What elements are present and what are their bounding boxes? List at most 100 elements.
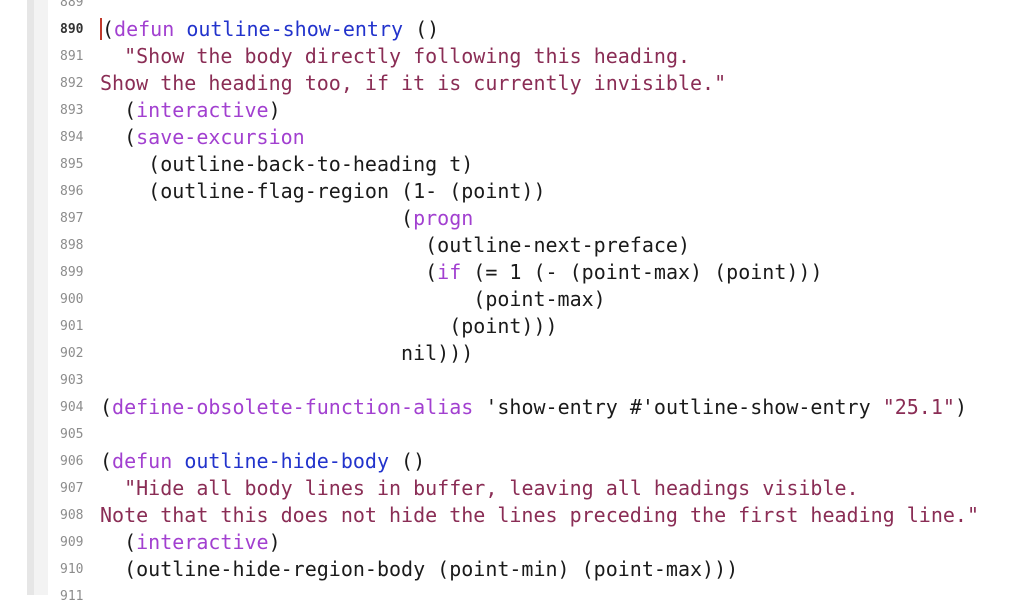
- line-number: 905: [60, 427, 84, 442]
- line-text[interactable]: (progn: [100, 205, 473, 232]
- line-text[interactable]: (point))): [100, 313, 558, 340]
- line-text[interactable]: (point-max): [100, 286, 606, 313]
- code-line[interactable]: 890 (defun outline-show-entry (): [60, 16, 1019, 43]
- code-token: ): [268, 530, 281, 554]
- line-text[interactable]: nil))): [100, 340, 473, 367]
- line-text[interactable]: (if (= 1 (- (point-max) (point))): [100, 259, 822, 286]
- code-line[interactable]: 898 (outline-next-preface): [60, 232, 1019, 259]
- code-line[interactable]: 895 (outline-back-to-heading t): [60, 151, 1019, 178]
- code-line[interactable]: 900 (point-max): [60, 286, 1019, 313]
- line-number: 891: [60, 49, 84, 64]
- code-token: interactive: [136, 98, 269, 122]
- code-token: [100, 44, 124, 68]
- code-line[interactable]: 905: [60, 421, 1019, 448]
- code-token: (: [100, 530, 137, 554]
- code-line[interactable]: 894 (save-excursion: [60, 124, 1019, 151]
- code-line[interactable]: 902 nil))): [60, 340, 1019, 367]
- code-token: defun: [114, 17, 175, 41]
- line-text[interactable]: (defun outline-hide-body (): [100, 448, 425, 475]
- code-token: outline-hide-body: [184, 449, 390, 473]
- line-text[interactable]: (interactive): [100, 97, 281, 124]
- line-number: 894: [60, 130, 84, 145]
- code-token: (: [100, 206, 414, 230]
- code-token: nil))): [100, 341, 474, 365]
- line-number: 896: [60, 184, 84, 199]
- code-line[interactable]: 909 (interactive): [60, 529, 1019, 556]
- code-line[interactable]: 904 (define-obsolete-function-alias 'show…: [60, 394, 1019, 421]
- line-text[interactable]: "Hide all body lines in buffer, leaving …: [100, 475, 859, 502]
- code-line[interactable]: 901 (point))): [60, 313, 1019, 340]
- code-line[interactable]: 897 (progn: [60, 205, 1019, 232]
- line-number: 898: [60, 238, 84, 253]
- line-number: 901: [60, 319, 84, 334]
- line-text[interactable]: (define-obsolete-function-alias 'show-en…: [100, 394, 967, 421]
- line-number: 900: [60, 292, 84, 307]
- code-token: "Show the body directly following this h…: [124, 44, 691, 68]
- code-token: (outline-flag-region (1- (point)): [100, 179, 546, 203]
- code-line[interactable]: 892 Show the heading too, if it is curren…: [60, 70, 1019, 97]
- code-line[interactable]: 907 "Hide all body lines in buffer, leav…: [60, 475, 1019, 502]
- code-token: "25.1": [882, 395, 955, 419]
- code-token: interactive: [136, 530, 269, 554]
- line-text[interactable]: (outline-hide-region-body (point-min) (p…: [100, 556, 738, 583]
- code-line[interactable]: 906(defun outline-hide-body (): [60, 448, 1019, 475]
- code-token: (: [100, 125, 137, 149]
- code-token: (: [102, 17, 115, 41]
- line-text[interactable]: Note that this does not hide the lines p…: [100, 502, 979, 529]
- code-token: (: [100, 98, 137, 122]
- line-number: 911: [60, 589, 84, 604]
- line-number: 899: [60, 265, 84, 280]
- line-number: 895: [60, 157, 84, 172]
- code-token: [174, 17, 186, 41]
- line-number: 908: [60, 508, 84, 523]
- line-text[interactable]: (save-excursion: [100, 124, 305, 151]
- line-number: 904: [60, 400, 84, 415]
- code-line[interactable]: 911: [60, 583, 1019, 610]
- line-text[interactable]: Show the heading too, if it is currently…: [100, 70, 726, 97]
- code-token: ): [954, 395, 967, 419]
- line-text[interactable]: (outline-back-to-heading t): [100, 151, 473, 178]
- code-token: (): [389, 449, 426, 473]
- code-line[interactable]: 899 (if (= 1 (- (point-max) (point))): [60, 259, 1019, 286]
- code-token: (outline-hide-region-body (point-min) (p…: [100, 557, 739, 581]
- code-token: (point-max): [100, 287, 606, 311]
- line-number: 892: [60, 76, 84, 91]
- text-cursor: [100, 17, 102, 40]
- code-token: (outline-back-to-heading t): [100, 152, 474, 176]
- code-line[interactable]: 910 (outline-hide-region-body (point-min…: [60, 556, 1019, 583]
- code-token: ): [268, 98, 281, 122]
- code-token: (outline-next-preface): [100, 233, 691, 257]
- code-token: Note that this does not hide the lines p…: [100, 503, 979, 527]
- code-token: if: [437, 260, 462, 284]
- line-text[interactable]: (outline-flag-region (1- (point)): [100, 178, 546, 205]
- code-line[interactable]: 896 (outline-flag-region (1- (point)): [60, 178, 1019, 205]
- code-token: 'show-entry #'outline-show-entry: [473, 395, 883, 419]
- code-token: (point))): [100, 314, 558, 338]
- fringe-bar-light: [34, 0, 48, 595]
- line-text[interactable]: (outline-next-preface): [100, 232, 690, 259]
- code-token: (: [100, 395, 113, 419]
- code-line[interactable]: 908 Note that this does not hide the line…: [60, 502, 1019, 529]
- code-token: (: [100, 449, 113, 473]
- code-line[interactable]: 903: [60, 367, 1019, 394]
- code-token: outline-show-entry: [186, 17, 404, 41]
- line-number: 890: [60, 22, 84, 37]
- code-line[interactable]: 891 "Show the body directly following th…: [60, 43, 1019, 70]
- code-token: Show the heading too, if it is currently…: [100, 71, 727, 95]
- line-text[interactable]: (defun outline-show-entry (): [100, 16, 439, 43]
- line-text[interactable]: (interactive): [100, 529, 281, 556]
- code-token: "Hide all body lines in buffer, leaving …: [124, 476, 859, 500]
- code-token: [100, 476, 124, 500]
- code-token: define-obsolete-function-alias: [112, 395, 474, 419]
- line-number: 902: [60, 346, 84, 361]
- code-line[interactable]: 889: [60, 0, 1019, 16]
- code-token: progn: [413, 206, 474, 230]
- code-token: [172, 449, 184, 473]
- code-token: (): [403, 17, 440, 41]
- code-token: save-excursion: [136, 125, 305, 149]
- line-number: 889: [60, 0, 84, 10]
- line-text[interactable]: "Show the body directly following this h…: [100, 43, 690, 70]
- code-line[interactable]: 893 (interactive): [60, 97, 1019, 124]
